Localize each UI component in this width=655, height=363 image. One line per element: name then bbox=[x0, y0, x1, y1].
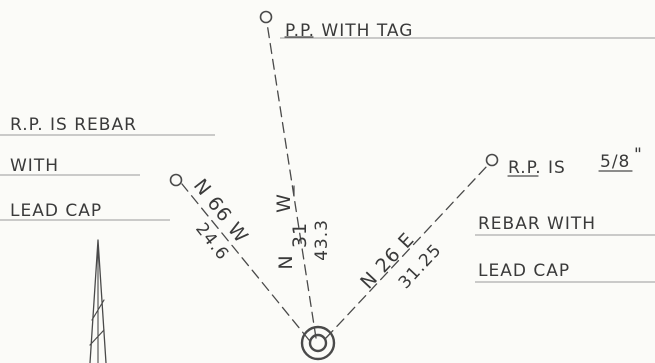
left-note-line-1: R.P. IS REBAR bbox=[10, 115, 137, 135]
tie-northwest-annotation: N 66 W 24.6 bbox=[189, 175, 253, 265]
tie-line-north bbox=[266, 22, 317, 339]
right-note-fraction: 5/8 bbox=[600, 152, 630, 172]
ref-point-top-label: P.P. WITH TAG bbox=[285, 21, 413, 41]
tie-north-bearing-dir: N bbox=[275, 254, 297, 269]
right-note-line-2: REBAR WITH bbox=[478, 214, 596, 234]
ref-point-right-notes: R.P. IS 5/8 " REBAR WITH LEAD CAP bbox=[478, 145, 643, 281]
ref-point-left-notes: R.P. IS REBAR WITH LEAD CAP bbox=[10, 115, 137, 221]
ref-point-top-marker bbox=[259, 10, 273, 24]
tie-north-bearing-side: W bbox=[273, 193, 295, 213]
right-note-prefix: R.P. IS bbox=[508, 158, 566, 178]
tie-north-annotation: N 31 W 43.3 bbox=[273, 185, 332, 270]
tie-north-bearing-deg: 31 bbox=[289, 222, 311, 248]
tie-north-distance: 43.3 bbox=[312, 219, 332, 261]
ref-point-right-marker bbox=[485, 153, 499, 167]
north-arrow-icon bbox=[89, 239, 107, 363]
tie-lines bbox=[181, 22, 489, 341]
left-note-line-3: LEAD CAP bbox=[10, 201, 102, 221]
monument-symbol bbox=[300, 325, 336, 361]
left-note-line-2: WITH bbox=[10, 156, 59, 176]
right-note-inch-mark: " bbox=[634, 145, 643, 165]
tie-line-northwest bbox=[181, 183, 310, 341]
notebook-rules bbox=[0, 37, 655, 283]
right-note-line-3: LEAD CAP bbox=[478, 261, 570, 281]
tie-line-northeast bbox=[325, 164, 489, 339]
ref-point-left-marker bbox=[169, 173, 183, 187]
tie-northeast-annotation: N 26 E 31.25 bbox=[356, 228, 446, 293]
